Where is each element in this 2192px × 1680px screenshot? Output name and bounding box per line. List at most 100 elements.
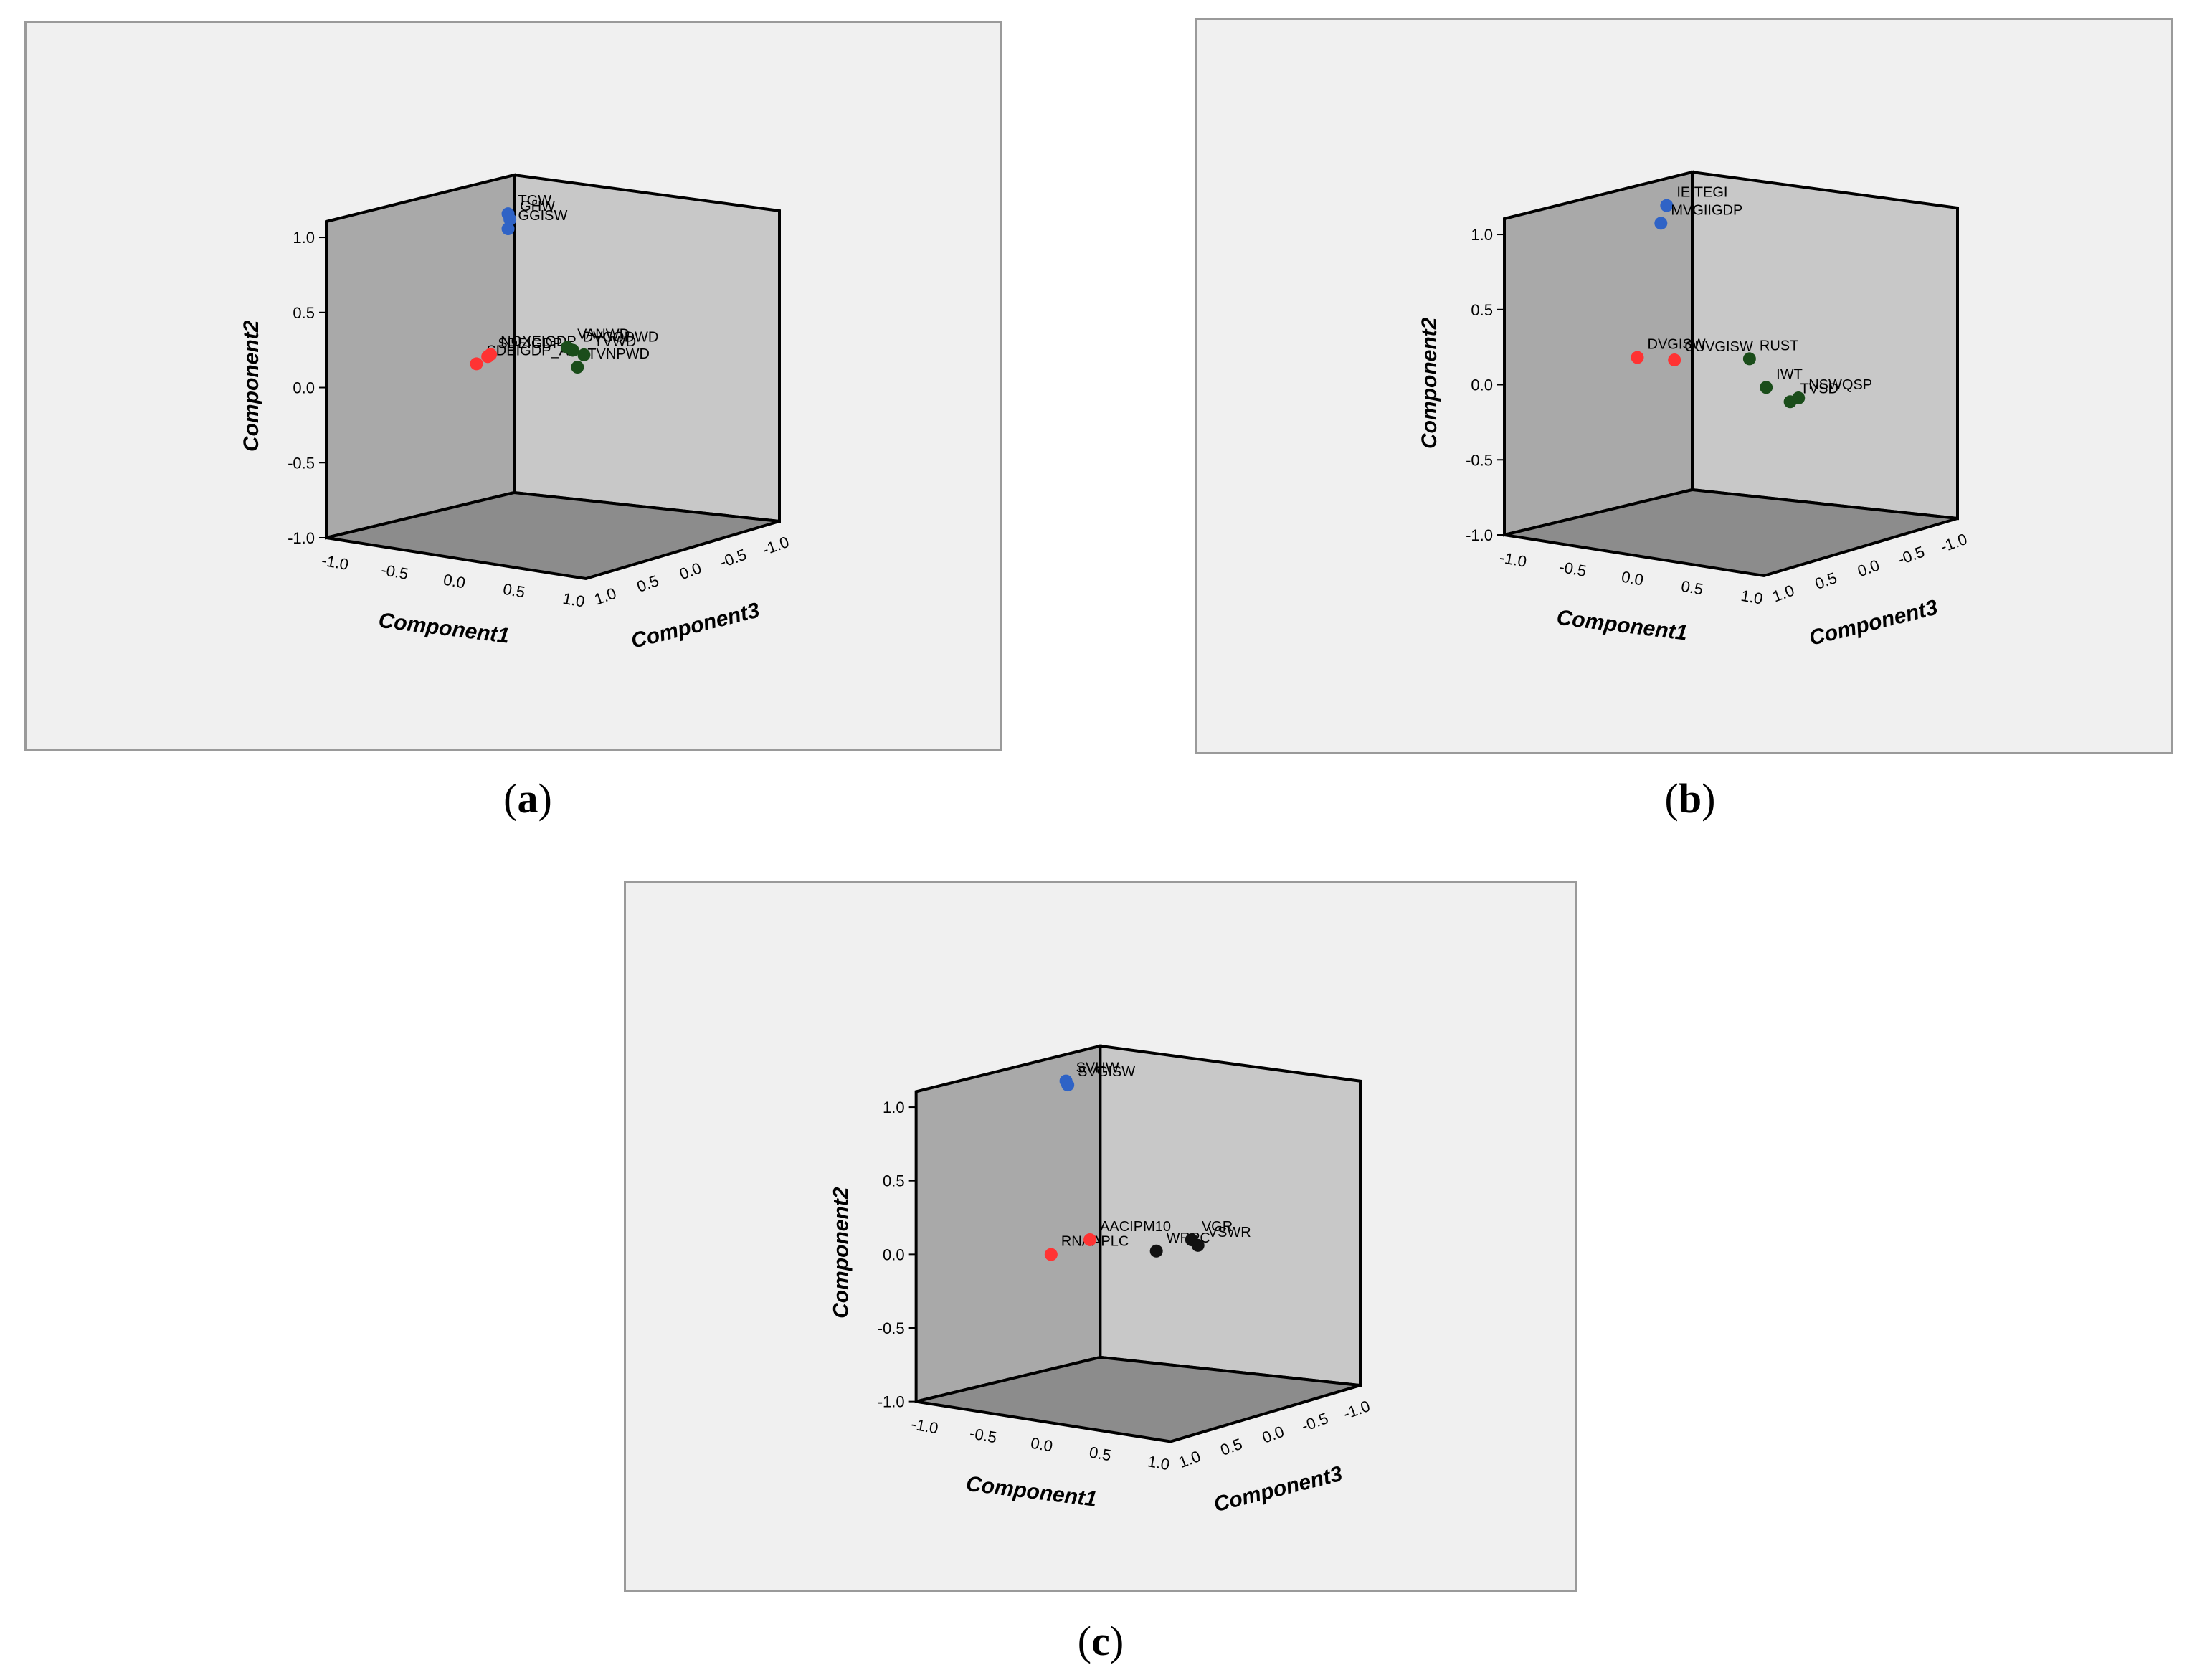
data-point: [1083, 1233, 1097, 1246]
point-label: AACIPM10: [1100, 1219, 1171, 1235]
x-tick-label: -0.5: [380, 561, 410, 583]
y-axis-title: Component2: [1418, 317, 1441, 449]
point-label: TGW: [518, 193, 552, 209]
y-tick-label: 0.5: [1471, 301, 1493, 319]
data-point: [501, 222, 515, 236]
x-tick-label: 0.0: [1620, 568, 1644, 589]
z-tick-label: 0.5: [1813, 569, 1839, 593]
z-tick-label: -0.5: [1299, 1409, 1331, 1435]
z-tick-label: 1.0: [1770, 582, 1796, 606]
x-axis-title: Component1: [1555, 606, 1689, 645]
right-wall: [1099, 1044, 1362, 1387]
y-axis: -1.0 -0.5 0.0 0.5 1.0: [1466, 226, 1504, 544]
x-axis-title: Component1: [377, 609, 511, 648]
data-point: [484, 348, 498, 361]
point-label: TVWD: [594, 334, 636, 350]
data-point: [1044, 1248, 1058, 1261]
point-label: VGR: [1202, 1219, 1233, 1235]
y-tick-label: -1.0: [288, 529, 315, 547]
point-label: CUVGISW: [1684, 339, 1753, 355]
data-point: [571, 361, 584, 374]
point-label: MVGIIGDP: [1671, 202, 1742, 218]
point-label: SDEIGDP_A: [486, 343, 569, 359]
y-tick-label: -0.5: [878, 1319, 905, 1337]
y-tick-label: 0.0: [293, 379, 315, 397]
z-tick-label: 0.0: [1260, 1423, 1286, 1447]
z-tick-label: -1.0: [760, 533, 792, 559]
x-tick-label: 1.0: [1740, 587, 1764, 608]
z-tick-label: -0.5: [1895, 543, 1927, 569]
y-tick-label: -0.5: [288, 454, 315, 472]
x-axis: -1.0 -0.5 0.0 0.5 1.0: [320, 551, 586, 611]
x-tick-label: -1.0: [1498, 549, 1528, 571]
data-point: [1760, 381, 1773, 394]
point-label: DVCODWD: [583, 329, 659, 345]
z-tick-label: -0.5: [717, 546, 749, 571]
data-point: [1742, 352, 1756, 366]
x-tick-label: 0.5: [1088, 1443, 1112, 1465]
y-tick-label: 0.5: [883, 1172, 905, 1190]
data-points: SVHWSVGISWRNAAPLCAACIPM10WRPCVGRVSWR: [1044, 1060, 1251, 1261]
caption-a: (a): [503, 775, 552, 822]
caption-b: (b): [1664, 775, 1716, 822]
x-tick-label: -0.5: [1558, 558, 1588, 580]
z-tick-label: 0.5: [1218, 1435, 1245, 1459]
y-tick-label: 1.0: [883, 1098, 905, 1116]
data-point: [1668, 353, 1681, 367]
point-label: DVGISW: [1648, 337, 1706, 353]
y-tick-label: 0.0: [1471, 376, 1493, 394]
x-tick-label: -1.0: [910, 1415, 940, 1437]
x-axis-title: Component1: [964, 1472, 1098, 1511]
data-point: [1191, 1238, 1205, 1252]
point-label: TVNPWD: [587, 346, 650, 362]
x-tick-label: -1.0: [320, 551, 350, 574]
x-tick-label: 0.0: [1030, 1434, 1054, 1456]
y-tick-label: 1.0: [293, 229, 315, 247]
point-label: NOXEIGDP: [500, 333, 577, 349]
y-axis: -1.0 -0.5 0.0 0.5 1.0: [878, 1098, 916, 1411]
z-axis-title: Component3: [629, 599, 762, 653]
data-point: [566, 343, 579, 357]
y-axis-title: Component2: [830, 1187, 853, 1319]
x-tick-label: 0.0: [442, 571, 466, 592]
point-label: RUST: [1760, 338, 1798, 353]
y-tick-label: -0.5: [1466, 451, 1493, 469]
y-tick-label: -1.0: [1466, 526, 1493, 544]
point-label: SVGISW: [1078, 1064, 1135, 1080]
z-axis-title: Component3: [1807, 596, 1940, 650]
point-label: GHW: [520, 199, 555, 214]
floor: [916, 1355, 1361, 1443]
y-tick-label: -1.0: [878, 1393, 905, 1411]
x-tick-label: 0.5: [502, 580, 526, 602]
data-point: [1061, 1078, 1075, 1092]
z-tick-label: -1.0: [1938, 530, 1970, 556]
point-label: GGISW: [518, 208, 568, 224]
floor: [1504, 488, 1958, 578]
z-axis-title: Component3: [1211, 1462, 1344, 1517]
y-tick-label: 0.0: [883, 1245, 905, 1263]
x-tick-label: 1.0: [561, 589, 586, 611]
z-tick-label: -1.0: [1341, 1397, 1372, 1423]
z-tick-label: 0.5: [635, 571, 661, 596]
data-point: [1654, 217, 1668, 230]
y-tick-label: 0.5: [293, 304, 315, 322]
y-tick-label: 1.0: [1471, 226, 1493, 244]
left-wall: [914, 1044, 1102, 1404]
point-label: VSWR: [1208, 1225, 1251, 1240]
point-label: VANWD: [577, 326, 630, 342]
data-point: [1149, 1244, 1163, 1258]
data-point: [1631, 351, 1644, 364]
data-point: [577, 348, 591, 361]
floor: [326, 490, 780, 581]
point-label: IWT: [1776, 366, 1803, 382]
